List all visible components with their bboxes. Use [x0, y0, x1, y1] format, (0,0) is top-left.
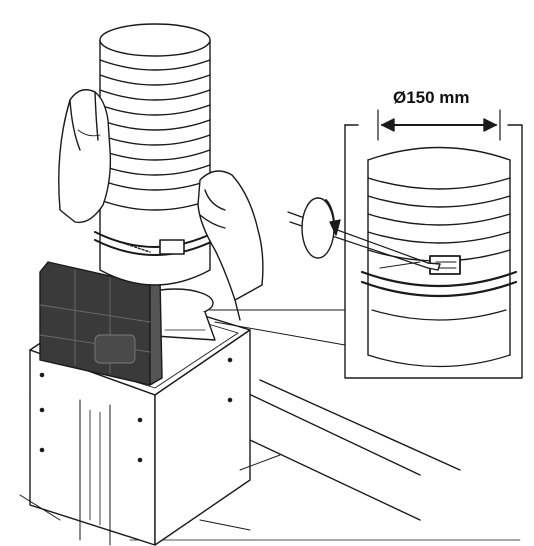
callout-leader: [209, 309, 346, 346]
carbon-filter: [39, 261, 163, 386]
detail-callout: [344, 124, 523, 379]
hose-clamp: [94, 231, 216, 256]
right-hand: [197, 170, 264, 321]
diameter-label: Ø150 mm: [393, 88, 470, 107]
flexible-duct: [99, 23, 211, 286]
left-hand: [58, 89, 112, 224]
dimension-arrow: [377, 109, 501, 141]
rotation-arrow-icon: [301, 197, 341, 259]
floor-lines: [129, 379, 521, 541]
